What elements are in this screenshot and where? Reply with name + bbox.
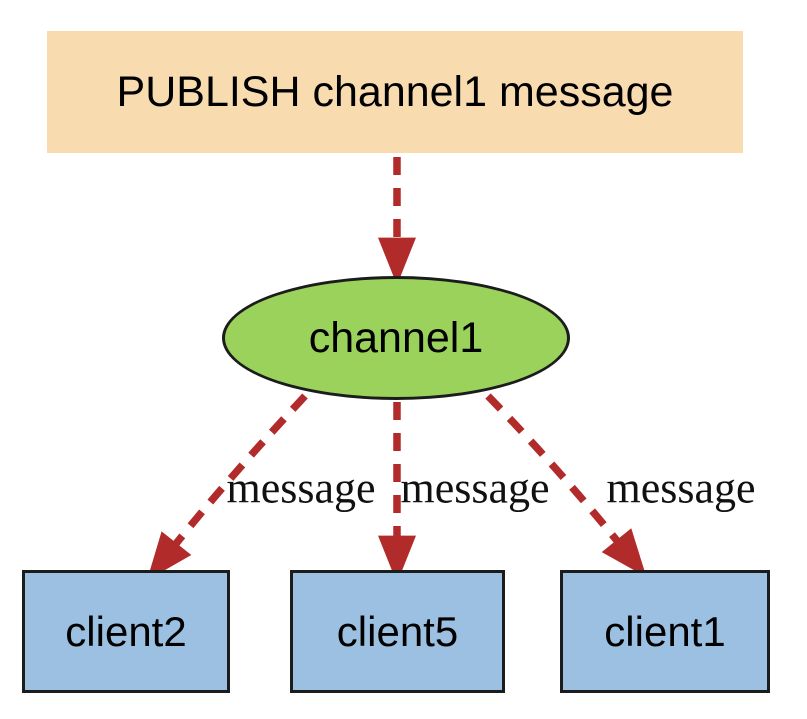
subscriber-label: client5 [336, 607, 459, 655]
edge-label-message-client1: message [606, 463, 756, 513]
edge-label-message-client2: message [226, 463, 376, 513]
publisher-node: PUBLISH channel1 message [47, 31, 743, 153]
subscriber-node-client1: client1 [560, 570, 770, 693]
publisher-label: PUBLISH channel1 message [116, 67, 674, 116]
channel-label: channel1 [308, 313, 484, 362]
channel-node: channel1 [222, 276, 570, 400]
subscriber-label: client2 [65, 607, 187, 655]
subscriber-node-client2: client2 [22, 570, 230, 693]
edge-label-message-client5: message [400, 463, 550, 513]
subscriber-node-client5: client5 [290, 570, 505, 693]
subscriber-label: client1 [604, 607, 726, 655]
